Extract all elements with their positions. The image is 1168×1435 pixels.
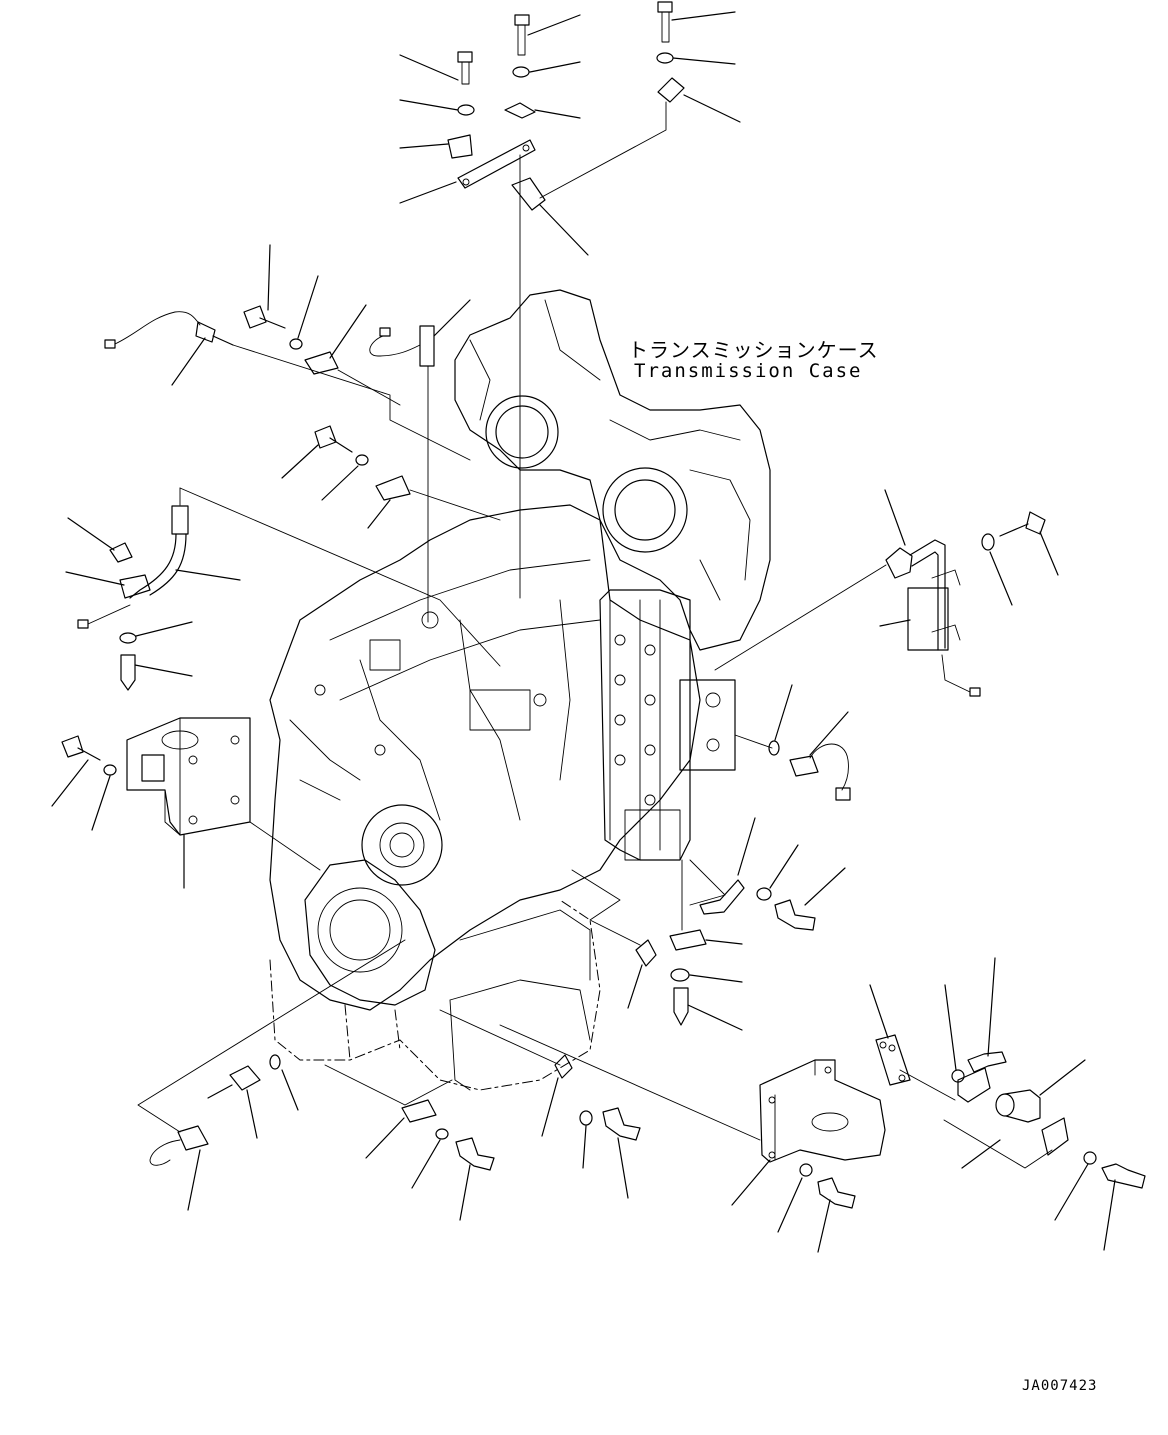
bolt-icon [457, 51, 473, 63]
connector-icon [969, 687, 981, 697]
washer-icon [756, 887, 772, 901]
plate-icon [875, 1034, 911, 1086]
bolt-icon [455, 1137, 495, 1171]
right-switch-group [734, 684, 851, 801]
washer-icon [457, 104, 475, 116]
lower-right-bracket-group [499, 1024, 886, 1253]
washer-icon [579, 1110, 593, 1126]
bracket-icon [669, 929, 707, 951]
figure-number: JA007423 [1022, 1378, 1098, 1394]
bracket-icon [375, 475, 411, 501]
output-flange [361, 804, 443, 886]
bolt-icon [1101, 1163, 1146, 1189]
bolt-icon [657, 1, 673, 13]
clamp-icon [119, 574, 151, 599]
bolt-icon [967, 1051, 1007, 1073]
case-label-en: Transmission Case [634, 360, 863, 382]
connector-icon [104, 339, 116, 349]
control-valve [599, 589, 691, 861]
bracket-icon [401, 1099, 437, 1123]
clamp-icon [109, 542, 133, 563]
washer-icon [1083, 1151, 1097, 1165]
sensor-icon [885, 547, 913, 579]
bolt-icon [1025, 511, 1046, 535]
case-label-jp: トランスミッションケース [628, 338, 879, 362]
bolt-icon [817, 1177, 856, 1209]
bushing-icon [995, 1093, 1015, 1117]
washer-icon [981, 533, 995, 551]
mid-right-bracket-group [571, 817, 846, 1031]
clamp-icon [447, 134, 473, 159]
clamp-icon [957, 1067, 991, 1103]
far-right-bracket-group [869, 957, 1146, 1251]
case-bore-right-inner [614, 479, 676, 541]
washer-icon [103, 764, 117, 776]
lower-mid-bracket-group [324, 1009, 641, 1221]
connector-icon [379, 327, 391, 337]
clamp-icon [554, 1054, 573, 1079]
o-ring-icon [768, 740, 780, 756]
mount-bracket [759, 1059, 886, 1163]
bracket-icon [304, 351, 339, 375]
washer-icon [656, 52, 674, 64]
plate-icon [457, 139, 536, 189]
case-bore-left [485, 395, 559, 469]
case-lower-body [269, 899, 601, 1091]
sensor-icon [171, 505, 189, 535]
left-cover-group [51, 717, 321, 889]
transmission-case [269, 289, 771, 1091]
left-sensor-group [65, 487, 501, 691]
case-upper-housing [454, 289, 771, 651]
sensor-icon [177, 1125, 209, 1151]
washer-icon [512, 66, 530, 78]
washer-icon [435, 1128, 449, 1140]
washer-icon [119, 632, 137, 644]
bolt-icon [61, 735, 84, 758]
bolt-icon [243, 305, 267, 329]
washer-icon [289, 338, 303, 350]
bolt-icon [120, 654, 136, 691]
bracket-icon [699, 879, 745, 915]
sensor-icon [419, 325, 435, 367]
valve-block-right [679, 679, 736, 771]
mounting-plate [907, 587, 949, 651]
clamp-icon [1041, 1117, 1069, 1156]
sensor-icon [195, 321, 216, 343]
bracket-icon [504, 102, 536, 119]
bolt-icon [514, 14, 530, 26]
clamp-icon [635, 939, 657, 967]
case-bore-left-inner [495, 405, 549, 459]
clamp-icon [657, 77, 685, 103]
connector-icon [77, 619, 89, 629]
right-sensor-group [714, 489, 1059, 697]
lower-left-switch-group [137, 939, 406, 1211]
bolt-icon [602, 1107, 641, 1141]
top-clamp-group [399, 1, 741, 599]
washer-icon [355, 454, 369, 466]
o-ring-icon [269, 1054, 281, 1070]
bracket-icon [511, 177, 546, 211]
switch-icon [789, 755, 819, 777]
case-bore-right [602, 467, 688, 553]
bolt-icon [673, 987, 689, 1026]
plate-block-icon [141, 754, 165, 782]
washer-icon [670, 968, 690, 982]
case-lower-flange [304, 859, 436, 1006]
top-left-sensor-group [104, 244, 501, 623]
case-main-block [269, 504, 701, 1011]
cover-plate [126, 717, 251, 836]
bolt-icon [774, 899, 816, 931]
connector-icon [835, 787, 851, 801]
washer-icon [799, 1163, 813, 1177]
switch-icon [229, 1065, 261, 1091]
